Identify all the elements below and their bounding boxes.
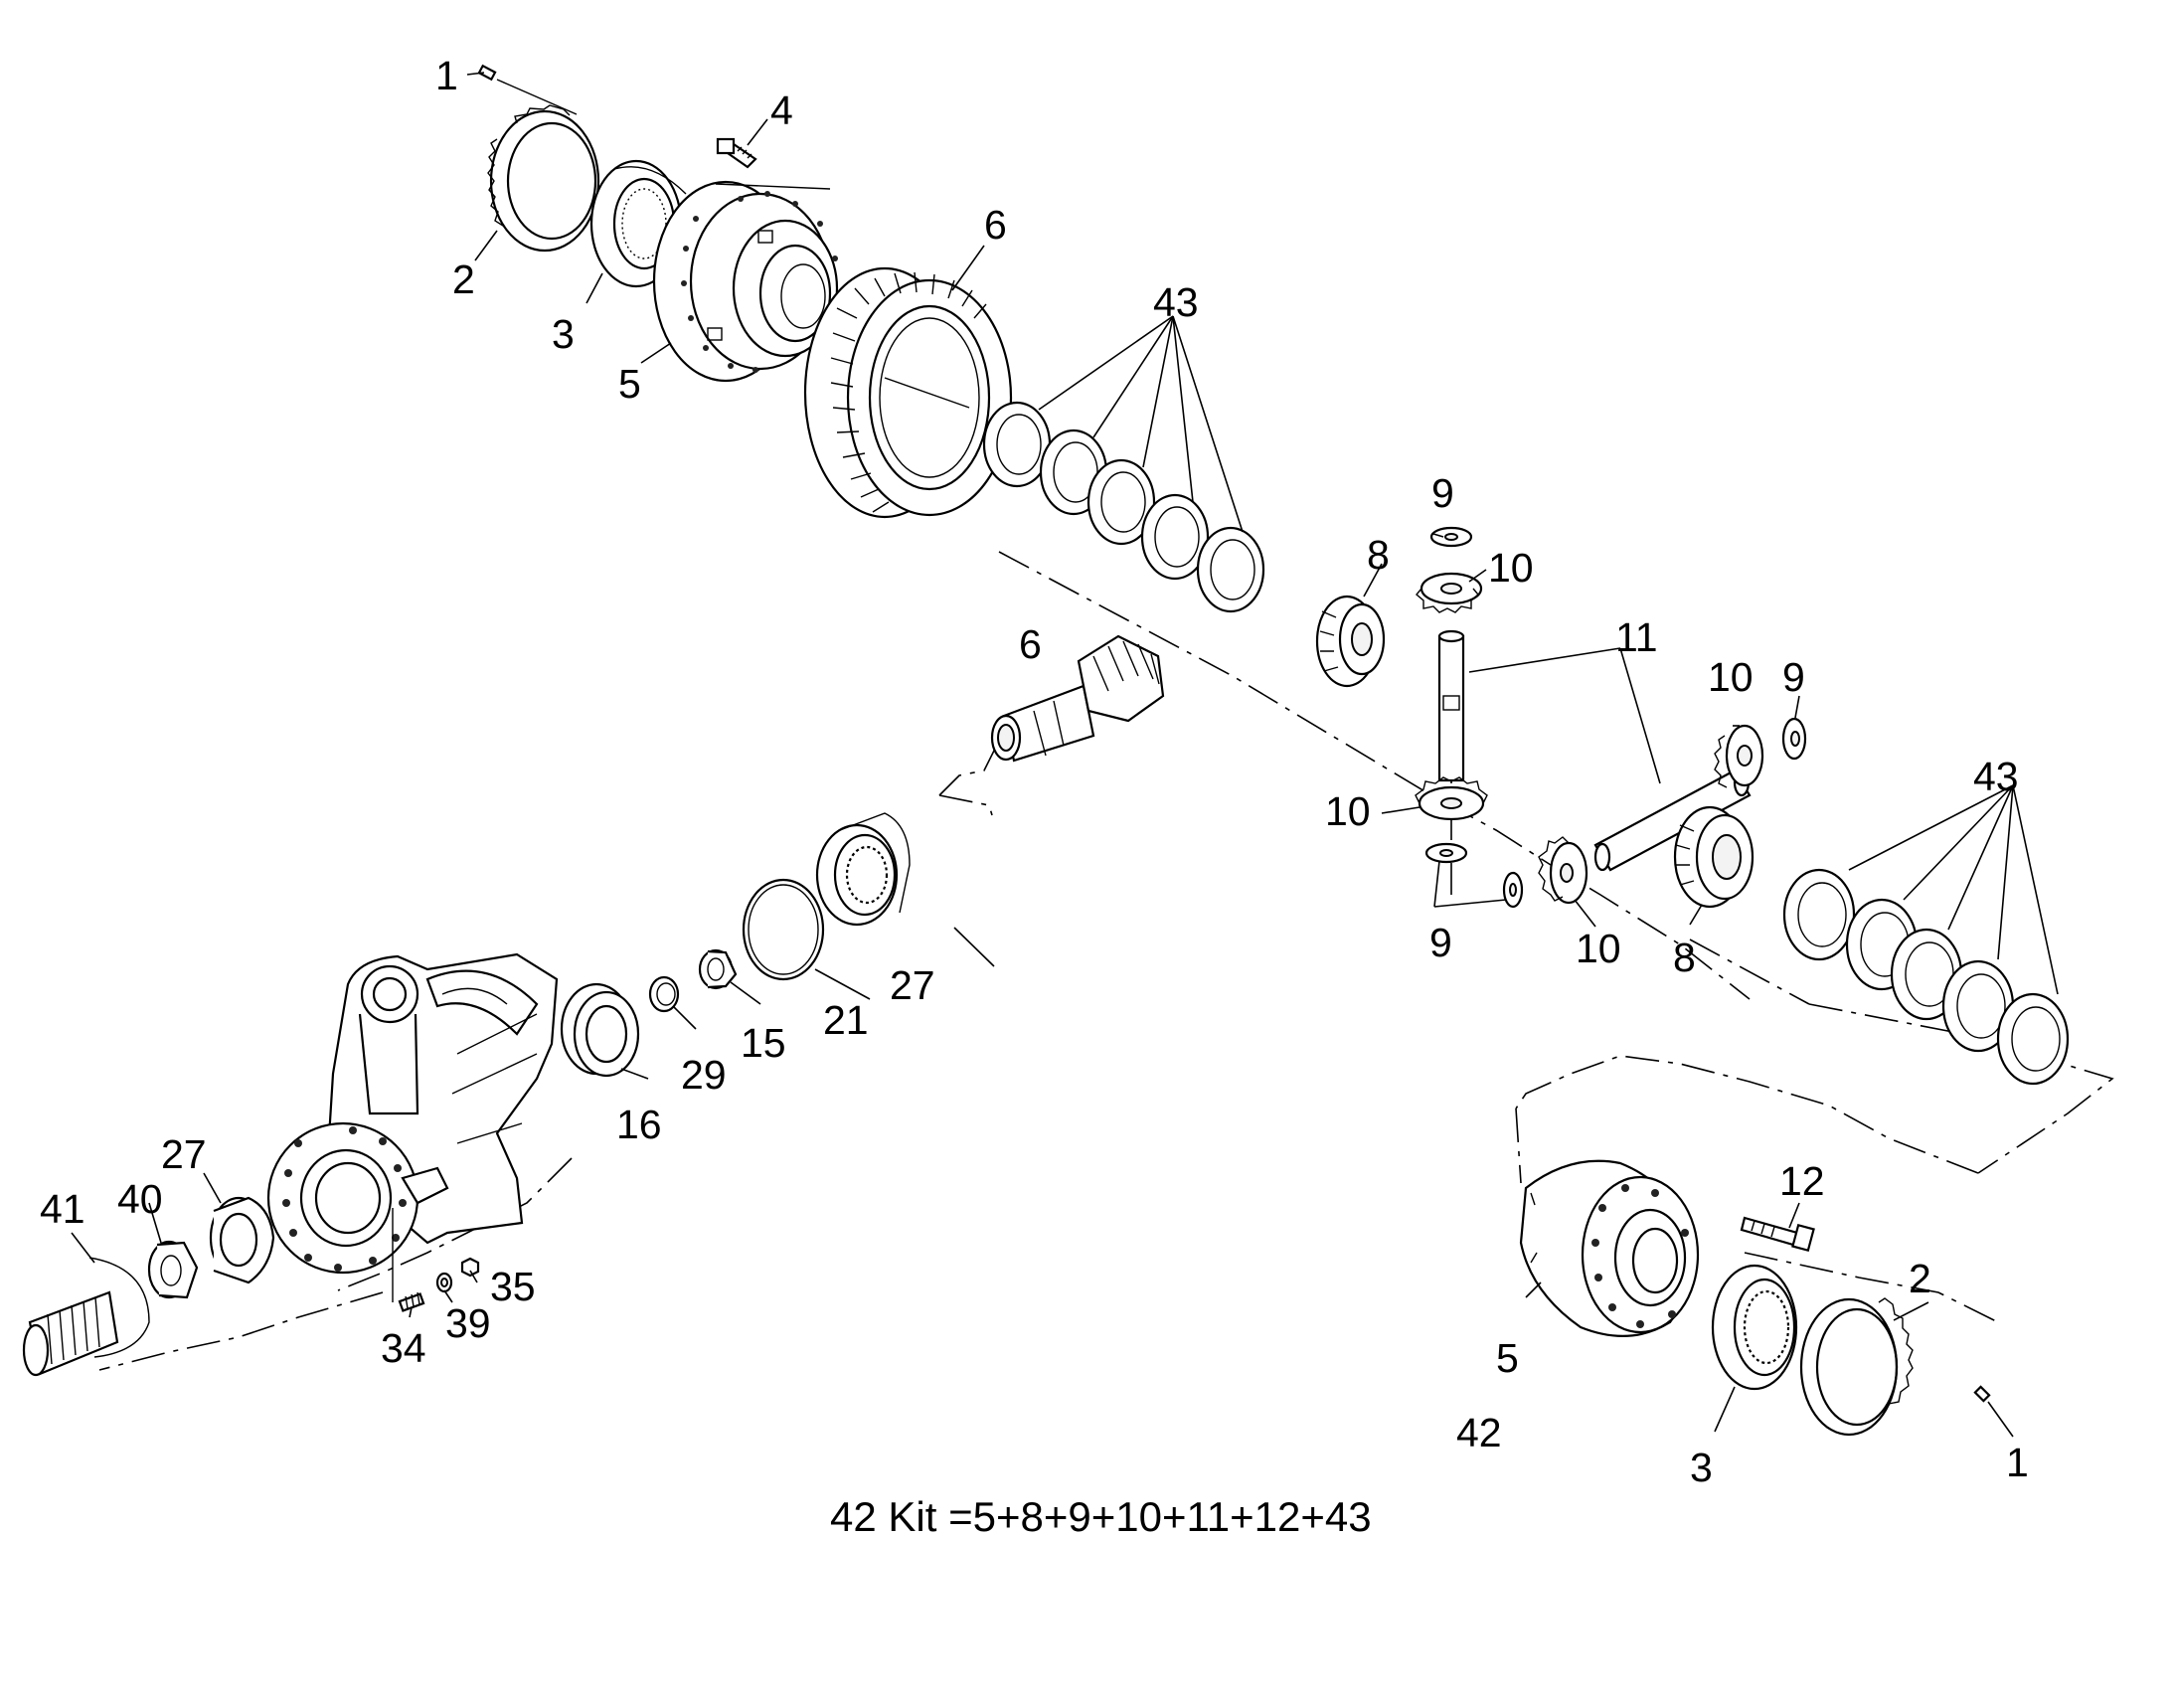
callout-labels: 1 4 2 3 5 6 43 9 10 8 6 11 10 9 43 10 9 … xyxy=(40,53,2029,1490)
callout-9-bottom: 9 xyxy=(1429,920,1452,965)
part-34-stud xyxy=(398,1291,425,1312)
callout-11: 11 xyxy=(1615,614,1658,660)
callout-16: 16 xyxy=(616,1102,662,1147)
part-2-adjuster-ring-bottom xyxy=(1799,1297,1914,1437)
part-1-screw-top xyxy=(477,64,578,115)
part-6-pinion-gear xyxy=(990,634,1165,763)
kit-note: 42 Kit =5+8+9+10+11+12+43 xyxy=(830,1493,1372,1540)
callout-5-bottom: 5 xyxy=(1496,1335,1519,1381)
part-43-clutch-discs-top xyxy=(982,401,1265,613)
part-9-washer-upper xyxy=(1429,526,1473,548)
callout-42: 42 xyxy=(1456,1410,1502,1455)
part-11-cross-shaft-vertical xyxy=(1437,629,1465,782)
callout-35: 35 xyxy=(490,1264,536,1309)
part-10-pinion-mid xyxy=(1538,836,1588,905)
callout-2-top: 2 xyxy=(452,256,475,302)
part-8-side-gear-top xyxy=(1315,595,1386,688)
callout-9-right: 9 xyxy=(1782,654,1805,700)
part-29-shim xyxy=(648,975,680,1013)
part-40-nut xyxy=(147,1240,199,1299)
part-16-seal xyxy=(560,982,640,1078)
part-9-washer-mid xyxy=(1502,871,1524,909)
part-3-bearing-bottom xyxy=(1711,1264,1798,1391)
part-41-output-flange xyxy=(22,1257,150,1377)
callout-15: 15 xyxy=(741,1020,786,1066)
callout-1-top: 1 xyxy=(435,53,458,98)
callout-29: 29 xyxy=(681,1052,727,1098)
part-43-clutch-discs-right xyxy=(1782,868,2070,1086)
part-5-diff-case-top xyxy=(652,180,839,383)
callout-40: 40 xyxy=(117,1176,163,1222)
part-35-nut xyxy=(460,1257,480,1278)
part-9-washer-lower xyxy=(1424,842,1468,864)
part-15-spacer xyxy=(698,948,738,990)
part-10-pinion-upper xyxy=(1416,572,1483,613)
callout-10-left: 10 xyxy=(1325,788,1371,834)
part-10-pinion-lower xyxy=(1415,776,1488,821)
callout-1-bottom: 1 xyxy=(2006,1440,2029,1485)
callout-21: 21 xyxy=(823,997,869,1043)
callout-8-top: 8 xyxy=(1367,532,1390,578)
callout-10-top: 10 xyxy=(1488,545,1534,591)
part-2-adjuster-ring-top xyxy=(487,104,600,253)
part-39-washer xyxy=(435,1272,453,1293)
callout-43-top: 43 xyxy=(1153,279,1199,325)
callout-34: 34 xyxy=(381,1325,426,1371)
leader-lines xyxy=(71,72,2059,1438)
callout-4: 4 xyxy=(770,87,793,133)
callout-8-right: 8 xyxy=(1673,935,1696,980)
part-10-pinion-right xyxy=(1714,724,1764,788)
part-1-screw-bottom xyxy=(1973,1385,1991,1403)
callout-6-pinion: 6 xyxy=(1019,621,1042,667)
callout-39: 39 xyxy=(445,1300,491,1346)
callout-41: 41 xyxy=(40,1186,85,1232)
housing-main xyxy=(266,952,559,1302)
callout-10-bottom: 10 xyxy=(1576,926,1621,971)
part-27-bearing-pinion xyxy=(815,812,911,927)
part-21-snap-ring xyxy=(742,878,825,981)
callout-3-top: 3 xyxy=(552,311,575,357)
callout-6-ring: 6 xyxy=(984,202,1007,248)
callout-5-top: 5 xyxy=(618,361,641,407)
callout-10-right: 10 xyxy=(1708,654,1754,700)
part-12-bolt xyxy=(1740,1216,1815,1253)
part-27-bearing-hub xyxy=(209,1196,275,1284)
callout-2-bottom: 2 xyxy=(1909,1256,1931,1301)
callout-12: 12 xyxy=(1779,1158,1825,1204)
part-6-ring-gear xyxy=(803,266,1013,519)
callout-27-hub: 27 xyxy=(161,1131,207,1177)
callout-43-right: 43 xyxy=(1973,754,2019,799)
callout-9-top: 9 xyxy=(1431,470,1454,516)
part-8-side-gear-right xyxy=(1673,805,1755,909)
callout-27-pinion: 27 xyxy=(890,962,935,1008)
callout-3-bottom: 3 xyxy=(1690,1445,1713,1490)
part-4-bolt xyxy=(716,137,757,169)
part-5-diff-case-bottom xyxy=(1519,1159,1700,1337)
part-9-washer-right xyxy=(1781,717,1807,761)
